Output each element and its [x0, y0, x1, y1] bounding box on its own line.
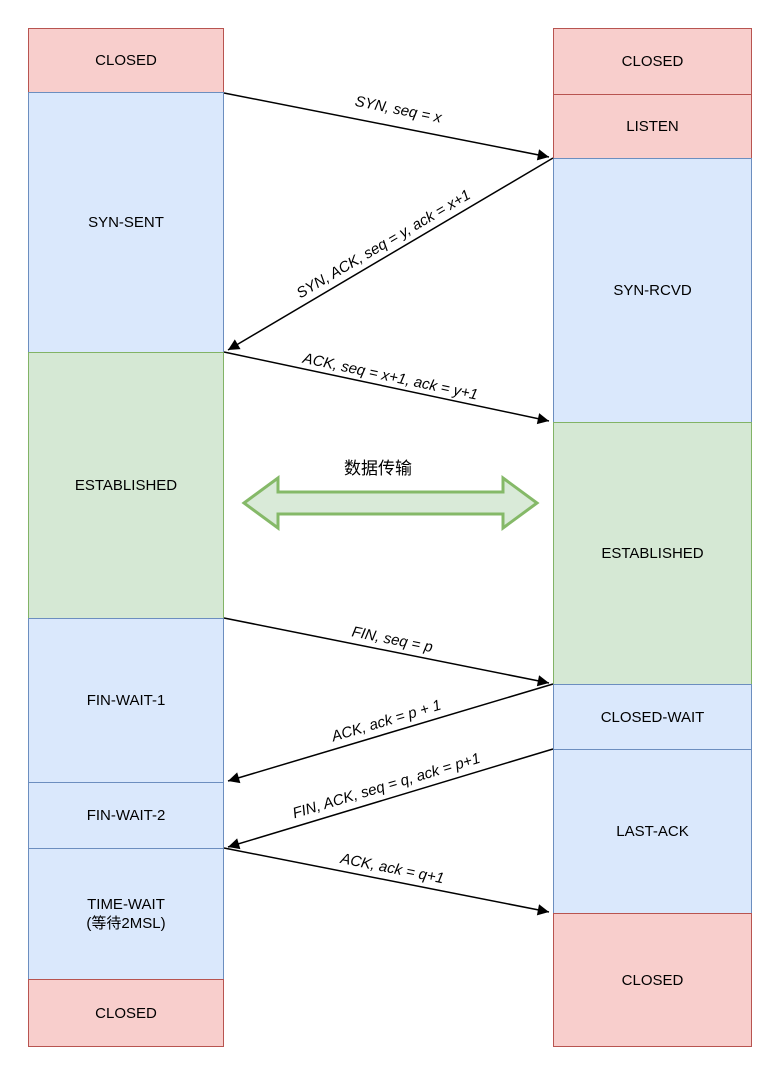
client-state-syn-sent: SYN-SENT	[28, 92, 224, 353]
fin-ack-arrow	[227, 748, 554, 850]
client-state-fin-wait-2: FIN-WAIT-2	[28, 782, 224, 849]
state-label: FIN-WAIT-2	[86, 807, 166, 824]
syn-ack-arrow	[227, 157, 554, 351]
state-label: CLOSED	[95, 52, 157, 69]
server-state-closed-top: CLOSED	[553, 28, 752, 95]
last-ack-label: ACK, ack = q+1	[338, 850, 445, 887]
state-label: CLOSED	[621, 53, 684, 70]
syn-label: SYN, seq = x	[353, 93, 443, 127]
last-ack-arrow	[223, 847, 550, 916]
client-state-time-wait: TIME-WAIT (等待2MSL)	[28, 848, 224, 980]
server-state-closed-wait: CLOSED-WAIT	[553, 684, 752, 750]
state-label: CLOSED	[621, 971, 684, 989]
state-label: ESTABLISHED	[601, 545, 704, 562]
data-transfer-label: 数据传输	[344, 459, 412, 479]
ack-arrow	[223, 351, 550, 425]
ack-label: ACK, seq = x+1, ack = y+1	[300, 350, 479, 404]
ack-fin1-label: ACK, ack = p + 1	[329, 697, 443, 746]
state-label: SYN-RCVD	[613, 282, 692, 299]
state-label: LAST-ACK	[616, 823, 689, 840]
server-state-listen: LISTEN	[553, 94, 752, 159]
syn-ack-label: SYN, ACK, seq = y, ack = x+1	[294, 186, 474, 302]
server-state-syn-rcvd: SYN-RCVD	[553, 158, 752, 423]
server-state-established: ESTABLISHED	[553, 422, 752, 685]
fin-arrow	[223, 617, 550, 687]
state-label: CLOSED	[95, 1004, 157, 1022]
client-state-closed-top: CLOSED	[28, 28, 224, 93]
state-label: TIME-WAIT	[87, 896, 165, 913]
state-label: LISTEN	[626, 118, 679, 135]
state-sublabel: (等待2MSL)	[86, 915, 166, 932]
fin-ack-label: FIN, ACK, seq = q, ack = p+1	[291, 750, 483, 822]
fin-label: FIN, seq = p	[350, 623, 434, 656]
server-state-closed-bottom: CLOSED	[553, 913, 752, 1047]
server-state-last-ack: LAST-ACK	[553, 749, 752, 914]
client-state-closed-bottom: CLOSED	[28, 979, 224, 1047]
state-label: ESTABLISHED	[74, 477, 178, 494]
syn-arrow	[223, 92, 550, 161]
data-transfer-arrow	[241, 475, 540, 531]
state-label: SYN-SENT	[88, 214, 164, 231]
client-state-established: ESTABLISHED	[28, 352, 224, 619]
state-label: CLOSED-WAIT	[600, 708, 705, 726]
ack-fin1-arrow	[227, 683, 554, 784]
state-label: FIN-WAIT-1	[86, 692, 166, 709]
client-state-fin-wait-1: FIN-WAIT-1	[28, 618, 224, 783]
